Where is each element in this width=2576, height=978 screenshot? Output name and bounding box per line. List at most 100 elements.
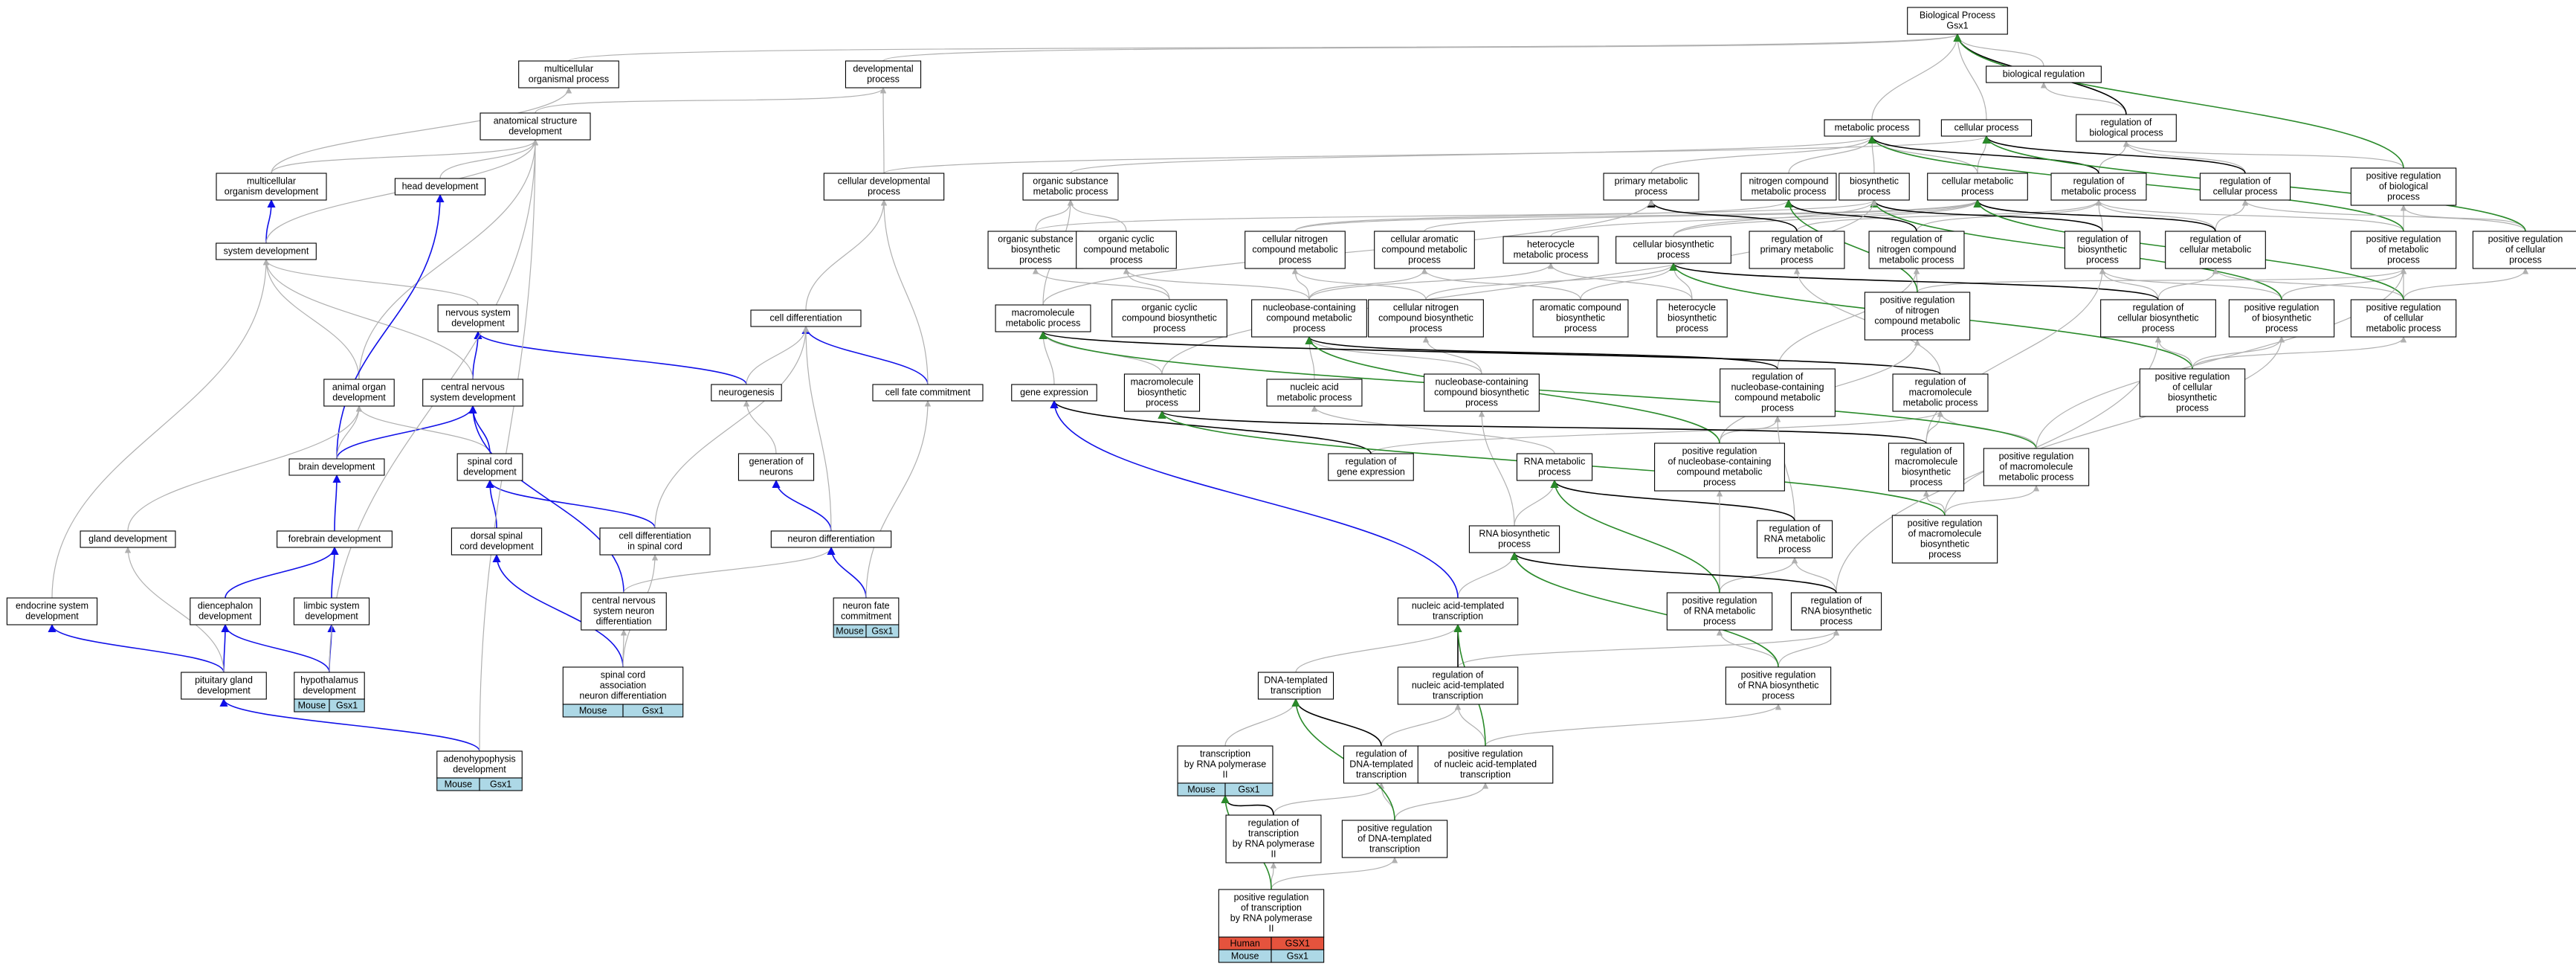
- term-node-metabolic-process[interactable]: metabolic process: [1824, 119, 1920, 137]
- term-label-line: positive regulation: [1682, 596, 1757, 606]
- term-label-line: transcription: [1369, 844, 1420, 855]
- term-node-neurogenesis[interactable]: neurogenesis: [711, 384, 782, 402]
- term-node-neuron-differentiation[interactable]: neuron differentiation: [770, 530, 892, 548]
- term-node-cellular-process[interactable]: cellular process: [1940, 119, 2033, 137]
- term-node-brain-development[interactable]: brain development: [288, 458, 385, 476]
- term-node-gland-development[interactable]: gland development: [80, 530, 176, 548]
- term-node-regulation-of-nucleobase-containing-compound-metabolic-process[interactable]: regulation ofnucleobase-containingcompou…: [1720, 368, 1836, 417]
- term-node-system-development[interactable]: system development: [216, 242, 317, 260]
- term-node-cell-fate-commitment[interactable]: cell fate commitment: [872, 384, 984, 402]
- term-box: [1218, 889, 1325, 938]
- term-node-cell-differentiation[interactable]: cell differentiation: [750, 309, 862, 327]
- term-label-line: pituitary gland: [195, 675, 253, 686]
- term-label-line: positive regulation: [2244, 303, 2320, 313]
- term-node-forebrain-development[interactable]: forebrain development: [277, 530, 393, 548]
- edge-is-a-asd-devp: [535, 87, 887, 114]
- term-node-head-development[interactable]: head development: [394, 178, 486, 196]
- edge-is-a-cdp-cellp: [883, 135, 1989, 174]
- term-node-biological-regulation[interactable]: biological regulation: [1986, 65, 2102, 83]
- term-node-regulation-of-macromolecule-biosynthetic-process[interactable]: regulation ofmacromoleculebiosyntheticpr…: [1888, 443, 1965, 492]
- term-label-line: multicellular: [247, 176, 296, 187]
- term-node-gene-expression[interactable]: gene expression: [1011, 384, 1097, 402]
